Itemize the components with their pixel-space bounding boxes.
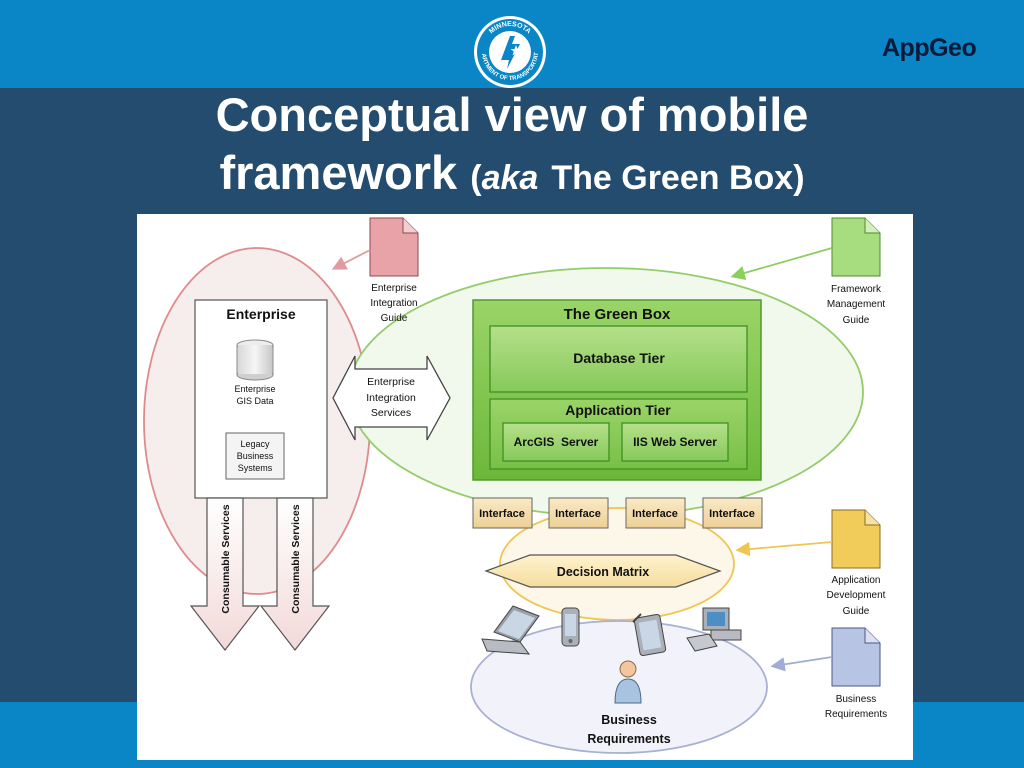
- title-open-paren: (: [470, 159, 482, 197]
- interface-box-1: [472, 497, 533, 529]
- database-tier-label: Database Tier: [573, 350, 665, 366]
- enterprise-guide-label-2: Integration: [370, 298, 417, 309]
- enterprise-guide-label-1: Enterprise: [371, 283, 417, 294]
- mndot-seal-icon: MINNESOTA DEPARTMENT OF TRANSPORTATION: [472, 14, 546, 88]
- database-tier-box: [489, 325, 748, 393]
- gis-data-label-1: Enterprise: [234, 384, 275, 394]
- desktop-computer-icon: [686, 607, 742, 652]
- interface-label-3: Interface: [632, 508, 678, 520]
- legacy-label-1: Legacy: [240, 439, 270, 449]
- appdev-guide-label-1: Application: [832, 575, 881, 586]
- consumable-arrow-2: [259, 497, 331, 651]
- enterprise-guide-arrow: [331, 249, 371, 270]
- interface-label-4: Interface: [709, 508, 755, 520]
- title-line2: framework (aka The Green Box): [0, 144, 1024, 207]
- integration-services-arrow: [332, 355, 451, 441]
- integration-services-label-3: Services: [371, 407, 411, 419]
- decision-matrix-label: Decision Matrix: [557, 565, 649, 579]
- interface-label-1: Interface: [479, 508, 525, 520]
- application-tier-label: Application Tier: [565, 402, 671, 418]
- appdev-guide-label-3: Guide: [843, 606, 870, 617]
- business-req-arrow: [770, 656, 833, 672]
- framework-guide-label-1: Framework: [831, 284, 882, 295]
- appdev-guide-doc-icon: [831, 509, 881, 569]
- smartphone-icon: [561, 607, 580, 647]
- interface-box-2: [548, 497, 609, 529]
- framework-guide-arrow: [730, 247, 833, 280]
- business-req-center-1: Business: [601, 713, 657, 727]
- database-cylinder-icon: [236, 339, 274, 381]
- business-req-center-2: Requirements: [587, 732, 670, 746]
- business-req-doc-label-2: Requirements: [825, 709, 887, 720]
- framework-guide-label-3: Guide: [843, 315, 870, 326]
- arcgis-server-label: ArcGIS Server: [514, 435, 599, 449]
- business-req-doc-icon: [831, 627, 881, 687]
- interface-box-3: [625, 497, 686, 529]
- consumable-label-1: Consumable Services: [220, 504, 232, 613]
- iis-server-box: [621, 422, 729, 462]
- framework-diagram: Enterprise Enterprise GIS Data Legacy Bu…: [143, 217, 887, 754]
- integration-services-label-2: Integration: [366, 392, 416, 404]
- title-line2-main: framework: [219, 146, 458, 199]
- enterprise-title: Enterprise: [226, 306, 295, 322]
- diagram-panel: Enterprise Enterprise GIS Data Legacy Bu…: [137, 214, 913, 760]
- legacy-label-3: Systems: [238, 463, 273, 473]
- enterprise-guide-label-3: Guide: [381, 313, 408, 324]
- title-line2-rest: The Green Box): [551, 159, 805, 197]
- legacy-systems-box: [225, 432, 285, 480]
- title-line1: Conceptual view of mobile: [215, 88, 809, 141]
- iis-server-label: IIS Web Server: [633, 435, 717, 449]
- arcgis-server-box: [502, 422, 610, 462]
- appdev-guide-label-2: Development: [827, 590, 886, 601]
- green-box-title: The Green Box: [564, 306, 671, 323]
- user-person-icon: [614, 660, 642, 704]
- appgeo-logo: AppGeo: [882, 34, 977, 62]
- consumable-label-2: Consumable Services: [290, 504, 302, 613]
- enterprise-guide-doc-icon: [369, 217, 419, 277]
- business-req-doc-label-1: Business: [836, 694, 877, 705]
- gis-data-label-2: GIS Data: [236, 396, 273, 406]
- interface-label-2: Interface: [555, 508, 601, 520]
- decision-matrix-arrow: [484, 554, 722, 588]
- consumable-arrow-1: [189, 497, 261, 651]
- laptop-icon: [481, 605, 540, 655]
- page-title: Conceptual view of mobile framework (aka…: [0, 86, 1024, 207]
- title-aka: aka: [481, 159, 539, 197]
- framework-guide-doc-icon: [831, 217, 881, 277]
- appdev-guide-arrow: [735, 541, 833, 557]
- legacy-label-2: Business: [237, 451, 274, 461]
- framework-guide-label-2: Management: [827, 299, 886, 310]
- integration-services-label-1: Enterprise: [367, 376, 415, 388]
- interface-box-4: [702, 497, 763, 529]
- tablet-icon: [632, 613, 667, 656]
